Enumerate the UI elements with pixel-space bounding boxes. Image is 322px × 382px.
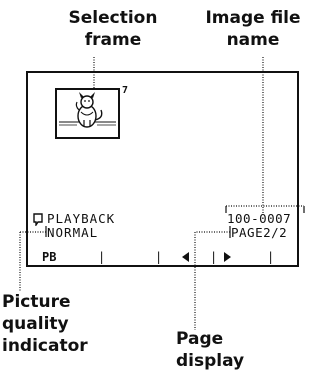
- callout-line: Page: [176, 328, 246, 350]
- playback-mode-label: PLAYBACK: [47, 212, 115, 226]
- selection-frame-callout: Selection frame: [58, 7, 168, 51]
- page-display: PAGE2/2: [231, 226, 287, 240]
- toolbar-separator: |: [98, 250, 105, 264]
- pb-button[interactable]: PB: [42, 250, 56, 264]
- toolbar-separator: |: [155, 250, 162, 264]
- playback-toolbar: PB | | | |: [38, 250, 278, 264]
- image-file-name-callout: Image file name: [192, 7, 314, 51]
- playback-icon: [31, 212, 45, 226]
- left-triangle-icon[interactable]: [181, 250, 190, 263]
- right-triangle-icon[interactable]: [223, 250, 232, 263]
- callout-line: frame: [58, 29, 168, 51]
- callout-line: quality: [2, 313, 98, 335]
- thumbnail-image: [57, 90, 118, 137]
- toolbar-separator: |: [267, 250, 274, 264]
- callout-line: indicator: [2, 335, 98, 357]
- toolbar-separator: |: [210, 250, 217, 264]
- callout-line: Image file: [192, 7, 314, 29]
- thumbnail-number: 7: [122, 84, 128, 98]
- callout-line: Selection: [58, 7, 168, 29]
- selection-frame[interactable]: [55, 88, 120, 139]
- callout-line: name: [192, 29, 314, 51]
- page-display-callout: Page display: [176, 328, 246, 372]
- picture-quality-indicator-callout: Picture quality indicator: [2, 291, 98, 357]
- picture-quality-indicator: NORMAL: [47, 226, 98, 240]
- callout-line: display: [176, 350, 246, 372]
- callout-line: Picture: [2, 291, 98, 313]
- image-file-name: 100-0007: [227, 212, 291, 226]
